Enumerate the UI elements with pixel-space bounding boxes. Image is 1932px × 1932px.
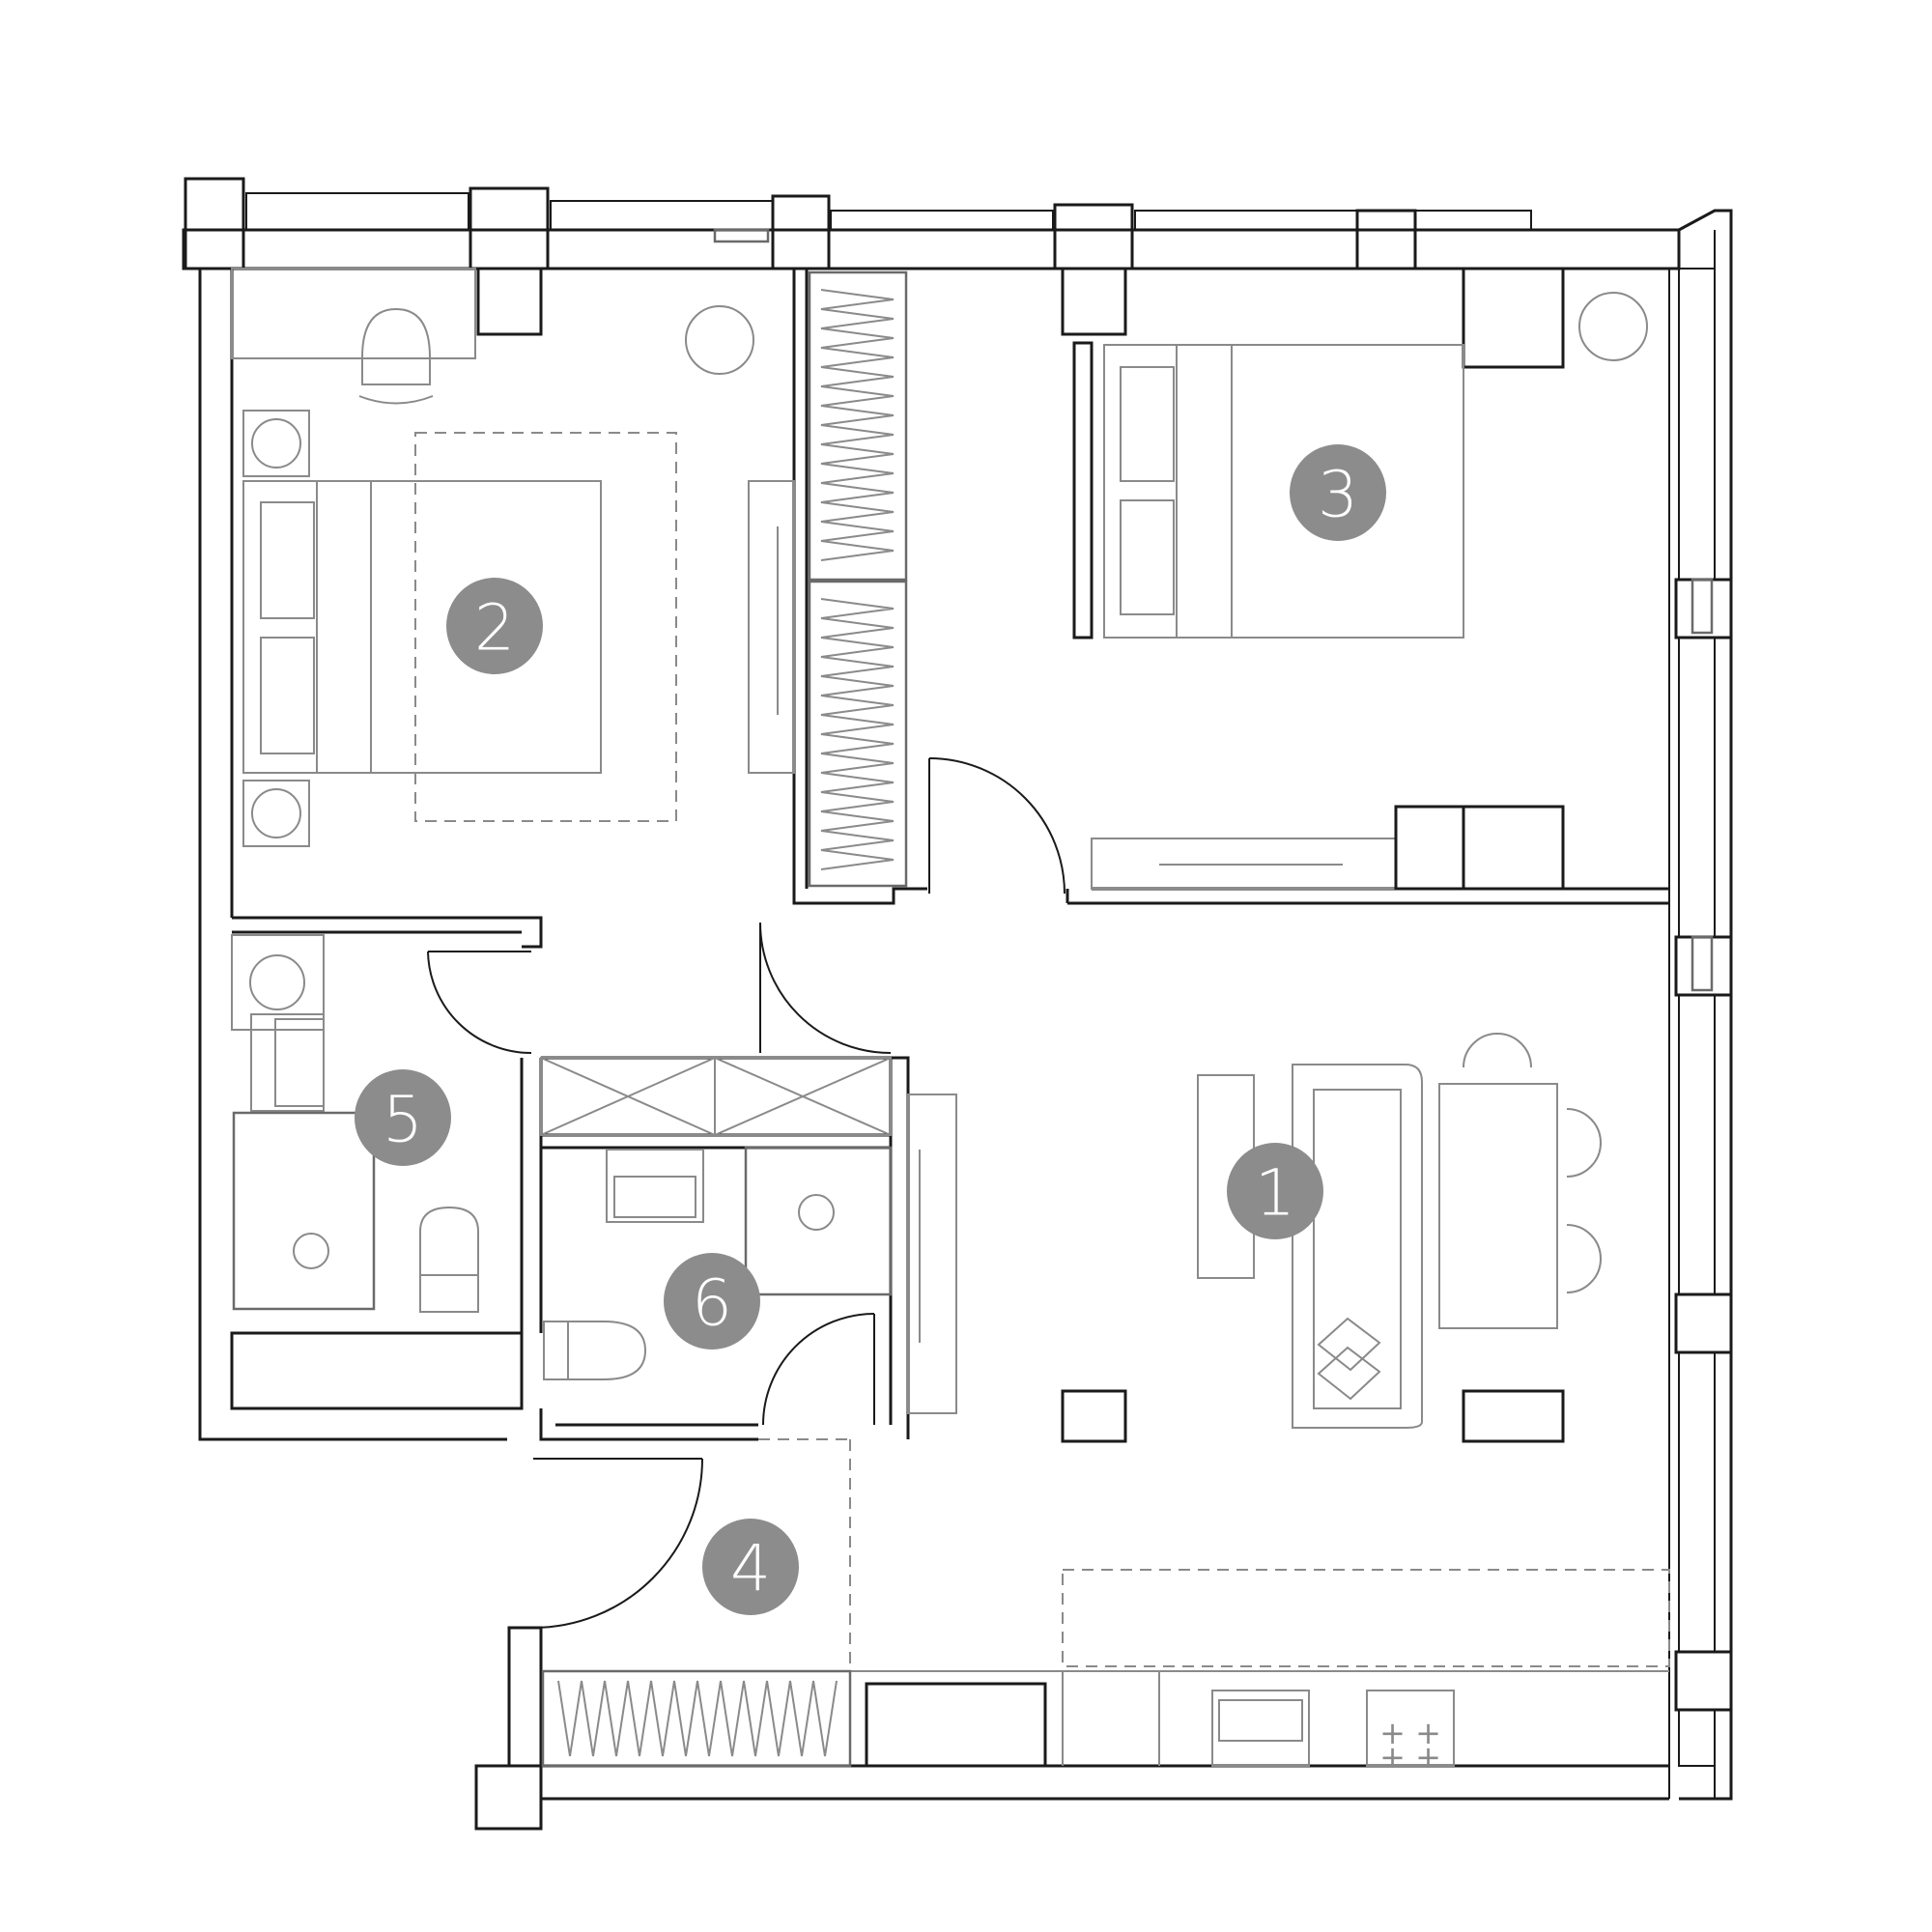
plant-icon	[685, 305, 754, 375]
sofa-icon	[1292, 1064, 1423, 1429]
svg-text:2: 2	[474, 591, 515, 666]
nightstand-icon	[242, 410, 310, 847]
svg-text:3: 3	[1318, 458, 1358, 532]
room-marker-1[interactable]: 1	[1227, 1143, 1323, 1239]
bed-icon	[242, 480, 602, 774]
sink-icon	[606, 1149, 704, 1223]
svg-text:+ +: + +	[1379, 1715, 1441, 1751]
plant-icon	[1578, 292, 1648, 361]
fridge-icon	[865, 1682, 1047, 1768]
tv-icon	[748, 480, 795, 774]
room-marker-4[interactable]: 4	[702, 1519, 799, 1615]
room-markers: 1 2 3 4 5 6	[355, 444, 1386, 1615]
svg-text:5: 5	[383, 1083, 423, 1157]
living-room-furniture: + + + +	[850, 1033, 1670, 1776]
bed-icon	[1103, 344, 1464, 639]
chair-icon	[1463, 1033, 1602, 1293]
hallway-furniture	[541, 1438, 852, 1768]
svg-text:1: 1	[1255, 1156, 1295, 1231]
room-marker-6[interactable]: 6	[664, 1253, 760, 1350]
shower-icon	[798, 1194, 835, 1231]
chair-icon	[361, 307, 431, 385]
room-marker-2[interactable]: 2	[446, 578, 543, 674]
tv-icon	[1091, 838, 1397, 890]
svg-text:+ +: + +	[1379, 1739, 1441, 1776]
room-marker-5[interactable]: 5	[355, 1069, 451, 1166]
wardrobe-icon	[540, 1057, 892, 1136]
stove-icon: + + + +	[1366, 1690, 1455, 1776]
bathroom-5-fixtures	[231, 934, 479, 1313]
tv-icon	[907, 1094, 957, 1414]
columns	[184, 177, 1733, 1831]
bedroom-2-furniture	[231, 268, 908, 888]
washing-machine-icon	[231, 934, 325, 1031]
svg-text:6: 6	[692, 1266, 732, 1341]
wardrobe-icon	[541, 1669, 852, 1768]
shower-icon	[232, 1111, 376, 1311]
svg-text:4: 4	[730, 1532, 771, 1606]
toilet-icon	[419, 1206, 479, 1313]
wardrobe-icon	[808, 270, 908, 888]
bathroom-6-fixtures	[540, 1057, 957, 1414]
bedroom-3-furniture	[1091, 267, 1648, 891]
windows	[713, 228, 1716, 1767]
doors	[427, 757, 1065, 1629]
toilet-icon	[543, 1321, 647, 1380]
room-marker-3[interactable]: 3	[1290, 444, 1386, 541]
